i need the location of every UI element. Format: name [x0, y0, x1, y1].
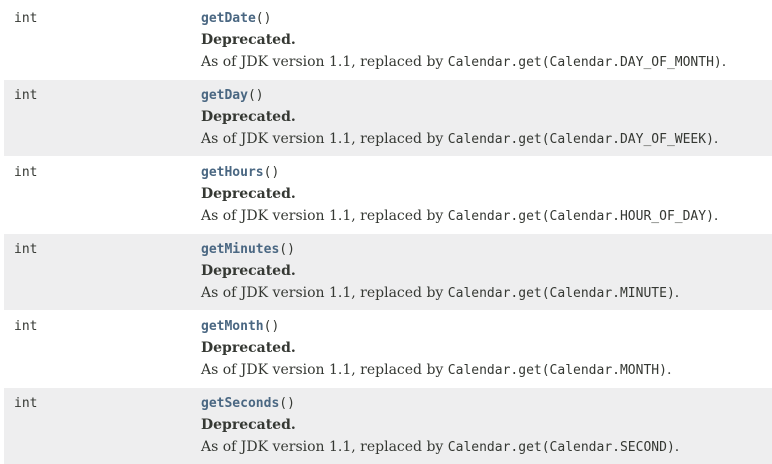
method-parens: ()	[263, 165, 280, 180]
deprecation-text: As of JDK version 1.1, replaced by	[201, 208, 448, 224]
deprecated-label: Deprecated.	[201, 109, 296, 125]
deprecation-comment: As of JDK version 1.1, replaced by Calen…	[201, 282, 772, 304]
return-type: int	[14, 88, 38, 103]
deprecation-suffix: .	[713, 131, 719, 147]
next-row-edge	[4, 458, 772, 460]
method-description: getHours() Deprecated. As of JDK version…	[201, 157, 772, 233]
method-parens: ()	[247, 88, 264, 103]
method-description: getSeconds() Deprecated. As of JDK versi…	[201, 388, 772, 464]
deprecated-label: Deprecated.	[201, 32, 296, 48]
method-link[interactable]: getHours	[201, 165, 264, 180]
deprecated-label: Deprecated.	[201, 340, 296, 356]
method-signature: getSeconds()	[201, 396, 772, 418]
method-description: getMonth() Deprecated. As of JDK version…	[201, 311, 772, 387]
method-parens: ()	[263, 319, 280, 334]
method-link[interactable]: getDate	[201, 11, 256, 26]
return-type: int	[14, 319, 38, 334]
method-signature: getDay()	[201, 88, 772, 110]
deprecation-comment: As of JDK version 1.1, replaced by Calen…	[201, 436, 772, 458]
method-parens: ()	[279, 242, 295, 257]
return-type: int	[14, 11, 38, 26]
table-row: int getHours() Deprecated. As of JDK ver…	[4, 156, 772, 233]
deprecation-text: As of JDK version 1.1, replaced by	[201, 285, 448, 301]
return-type: int	[14, 242, 38, 257]
deprecation-suffix: .	[713, 208, 719, 224]
replacement-code: Calendar.get(Calendar.SECOND)	[447, 440, 675, 455]
replacement-code: Calendar.get(Calendar.MONTH)	[447, 363, 667, 378]
table-row: int getMonth() Deprecated. As of JDK ver…	[4, 310, 772, 387]
deprecation-suffix: .	[674, 285, 680, 301]
method-signature: getDate()	[201, 11, 772, 33]
method-link[interactable]: getMonth	[201, 319, 264, 334]
method-description: getDay() Deprecated. As of JDK version 1…	[201, 80, 772, 156]
return-type: int	[14, 165, 38, 180]
deprecation-suffix: .	[674, 439, 680, 455]
method-signature: getMonth()	[201, 319, 772, 341]
replacement-code: Calendar.get(Calendar.MINUTE)	[447, 286, 675, 301]
deprecated-label: Deprecated.	[201, 186, 296, 202]
deprecated-label: Deprecated.	[201, 263, 296, 279]
replacement-code: Calendar.get(Calendar.DAY_OF_WEEK)	[447, 132, 714, 147]
deprecation-suffix: .	[721, 54, 727, 70]
table-row: int getMinutes() Deprecated. As of JDK v…	[4, 233, 772, 310]
table-row: int getDay() Deprecated. As of JDK versi…	[4, 79, 772, 156]
deprecation-suffix: .	[666, 362, 672, 378]
table-row: int getSeconds() Deprecated. As of JDK v…	[4, 387, 772, 464]
deprecation-text: As of JDK version 1.1, replaced by	[201, 362, 448, 378]
method-link[interactable]: getDay	[201, 88, 248, 103]
method-link[interactable]: getMinutes	[201, 242, 280, 257]
deprecation-comment: As of JDK version 1.1, replaced by Calen…	[201, 51, 772, 73]
method-signature: getMinutes()	[201, 242, 772, 264]
method-parens: ()	[255, 11, 272, 26]
method-description: getMinutes() Deprecated. As of JDK versi…	[201, 234, 772, 310]
replacement-code: Calendar.get(Calendar.HOUR_OF_DAY)	[447, 209, 714, 224]
deprecation-text: As of JDK version 1.1, replaced by	[201, 54, 448, 70]
deprecation-text: As of JDK version 1.1, replaced by	[201, 439, 448, 455]
deprecation-comment: As of JDK version 1.1, replaced by Calen…	[201, 128, 772, 150]
table-row: int getDate() Deprecated. As of JDK vers…	[4, 2, 772, 79]
method-signature: getHours()	[201, 165, 772, 187]
deprecation-comment: As of JDK version 1.1, replaced by Calen…	[201, 359, 772, 381]
method-link[interactable]: getSeconds	[201, 396, 280, 411]
deprecation-text: As of JDK version 1.1, replaced by	[201, 131, 448, 147]
method-summary-table: int getDate() Deprecated. As of JDK vers…	[4, 2, 772, 464]
method-description: getDate() Deprecated. As of JDK version …	[201, 3, 772, 79]
replacement-code: Calendar.get(Calendar.DAY_OF_MONTH)	[447, 55, 722, 70]
deprecation-comment: As of JDK version 1.1, replaced by Calen…	[201, 205, 772, 227]
return-type: int	[14, 396, 38, 411]
method-parens: ()	[279, 396, 295, 411]
deprecated-label: Deprecated.	[201, 417, 296, 433]
